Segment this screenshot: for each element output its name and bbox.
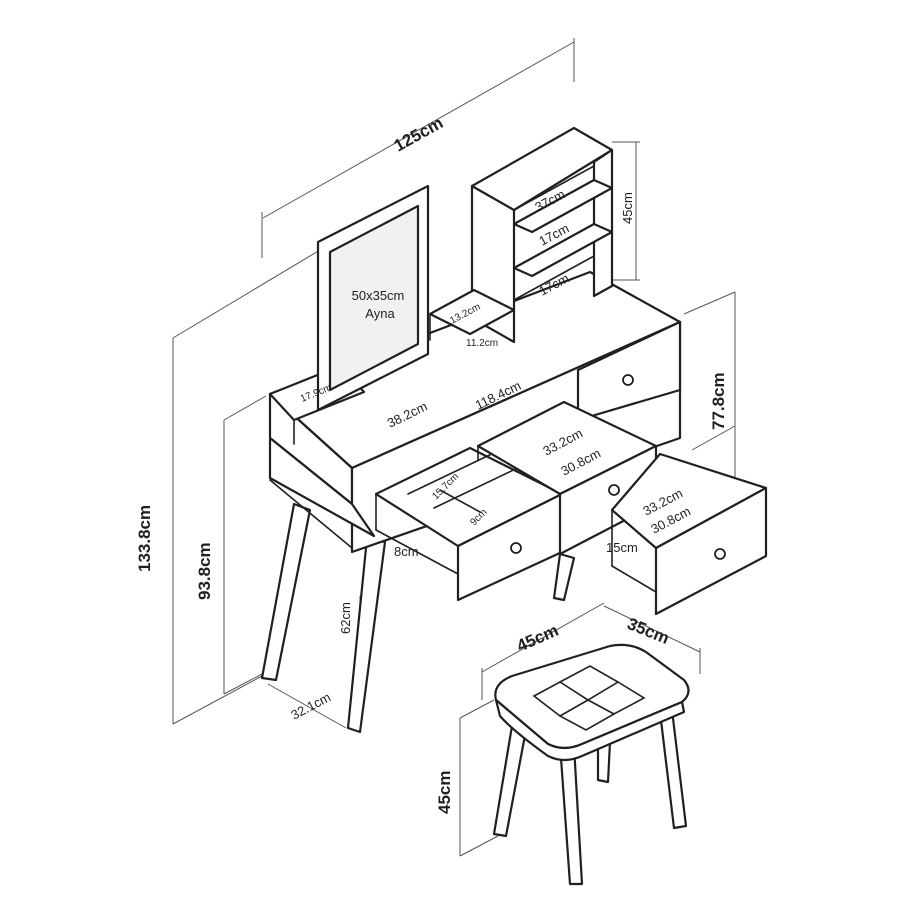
leg-height-label: 62cm bbox=[338, 602, 353, 634]
upper-shelf bbox=[512, 178, 614, 234]
shelf-tower bbox=[428, 126, 614, 344]
left-drawer-knob bbox=[510, 542, 522, 554]
stool-leg-front-left bbox=[492, 724, 528, 838]
closed-drawer bbox=[576, 320, 682, 422]
stool-tufting bbox=[532, 665, 646, 731]
mirror-assembly: 50x35cm Ayna bbox=[268, 184, 430, 445]
stool-width-label: 45cm bbox=[514, 621, 561, 656]
total-height-label: 133.8cm bbox=[135, 505, 154, 572]
front-left-leg bbox=[260, 502, 312, 682]
mirror-glass bbox=[328, 204, 420, 392]
side-height-label: 77.8cm bbox=[709, 372, 728, 430]
stool bbox=[492, 643, 690, 886]
front-middle-leg bbox=[346, 536, 387, 734]
stool-leg-front-right bbox=[558, 742, 584, 886]
closed-drawer-knob bbox=[622, 374, 634, 386]
stool-height-label: 45cm bbox=[435, 771, 454, 814]
table-height-label: 93.8cm bbox=[195, 542, 214, 600]
middle-shelf bbox=[512, 222, 614, 278]
drawer-right-height-label: 15cm bbox=[606, 540, 638, 555]
shelf-height-label: 45cm bbox=[620, 192, 635, 224]
back-right-leg bbox=[552, 552, 576, 602]
mini-shelf-height-label: 11.2cm bbox=[466, 338, 498, 349]
mirror-name-label: Ayna bbox=[365, 306, 395, 321]
drawers bbox=[374, 320, 768, 616]
stool-depth-label: 35cm bbox=[625, 614, 672, 648]
leg-depth-label: 32.1cm bbox=[288, 689, 333, 722]
mini-shelf bbox=[428, 288, 516, 336]
left-apron bbox=[268, 436, 376, 538]
shelf-tower-right bbox=[592, 148, 614, 298]
middle-drawer-knob bbox=[608, 484, 620, 496]
right-drawer-knob bbox=[714, 548, 726, 560]
mirror-size-label: 50x35cm bbox=[352, 288, 405, 303]
total-width-label: 125cm bbox=[391, 113, 447, 155]
stool-seat-edge bbox=[494, 698, 686, 762]
stool-leg-right bbox=[658, 708, 688, 830]
left-drawer-height-label: 8cm bbox=[394, 544, 419, 559]
